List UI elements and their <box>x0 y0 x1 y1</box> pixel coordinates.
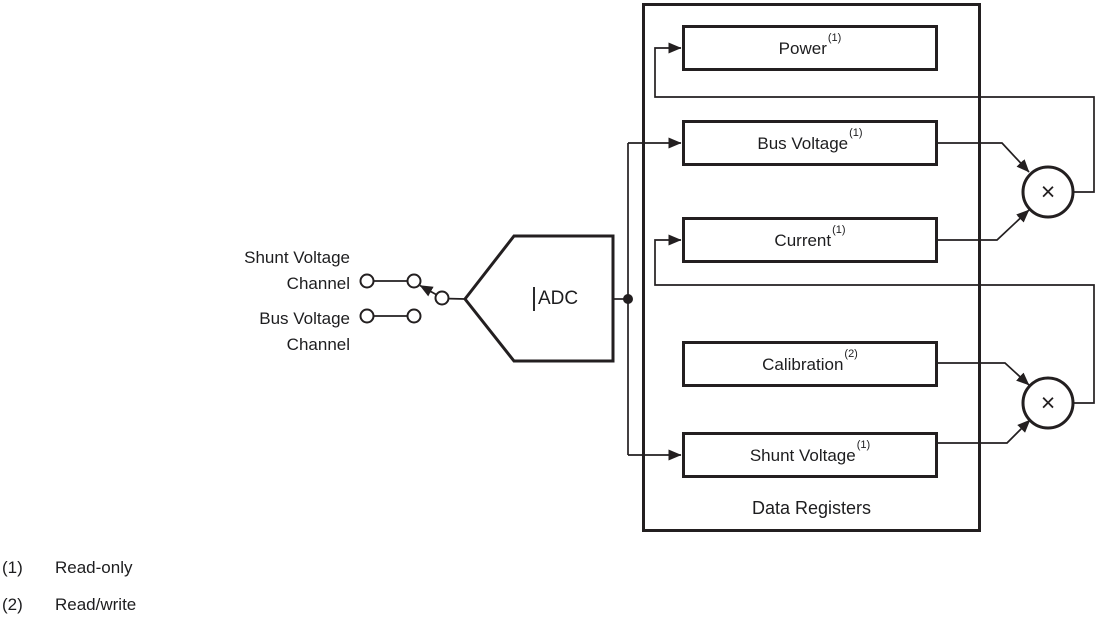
junction-dot <box>623 294 633 304</box>
register-box-bus-voltage: Bus Voltage(1) <box>682 120 938 166</box>
register-box-shunt-voltage: Shunt Voltage(1) <box>682 432 938 478</box>
current-feedback-wire <box>654 234 1095 404</box>
data-registers-box <box>642 3 981 532</box>
multiplier-top-symbol: × <box>1040 177 1056 206</box>
shunt-channel-line2: Channel <box>286 274 350 293</box>
multiplier-bottom-symbol: × <box>1040 388 1056 417</box>
register-box-power: Power(1) <box>682 25 938 71</box>
bus-voltage-output-wire <box>938 142 1030 173</box>
bus-contact-circle <box>406 308 422 324</box>
power-feedback-wire <box>654 42 1095 193</box>
shunt-voltage-channel-label: Shunt Voltage Channel <box>150 245 350 297</box>
footnote-2-text: Read/write <box>55 595 137 614</box>
footnote-read-write: (2) Read/write <box>2 595 136 615</box>
footnote-2-marker: (2) <box>2 595 23 614</box>
footnote-read-only: (1) Read-only <box>2 558 133 578</box>
register-note-power: (1) <box>827 32 842 45</box>
current-output-wire <box>938 209 1030 241</box>
multiplier-bottom-circle <box>1021 376 1075 430</box>
bus-voltage-channel-label: Bus Voltage Channel <box>150 306 350 358</box>
register-label-current: Current <box>774 231 832 250</box>
register-box-current: Current(1) <box>682 217 938 263</box>
multiplier-top-circle <box>1021 165 1075 219</box>
calibration-output-wire <box>938 362 1030 386</box>
shunt-contact-circle <box>406 273 422 289</box>
register-note-calibration: (2) <box>844 348 858 361</box>
register-note-bus-voltage: (1) <box>849 127 863 140</box>
bus-terminal-circle <box>359 308 375 324</box>
adc-label: ADC <box>533 287 578 311</box>
shunt-channel-line1: Shunt Voltage <box>244 248 350 267</box>
bus-channel-line1: Bus Voltage <box>259 309 350 328</box>
adc-pentagon <box>463 234 615 363</box>
register-label-power: Power <box>778 39 827 58</box>
register-label-calibration: Calibration <box>762 355 844 374</box>
footnote-1-text: Read-only <box>55 558 133 577</box>
register-box-calibration: Calibration(2) <box>682 341 938 387</box>
shunt-terminal-circle <box>359 273 375 289</box>
register-note-shunt-voltage: (1) <box>856 439 871 452</box>
register-label-shunt-voltage: Shunt Voltage <box>749 446 856 465</box>
register-label-bus-voltage: Bus Voltage <box>757 134 849 153</box>
switch-pole-circle <box>434 290 450 306</box>
register-note-current: (1) <box>832 224 846 237</box>
switch-arm-wire <box>419 284 438 297</box>
bus-channel-line2: Channel <box>286 335 350 354</box>
footnote-1-marker: (1) <box>2 558 23 577</box>
shunt-voltage-output-wire <box>938 419 1031 444</box>
data-registers-label: Data Registers <box>751 498 872 518</box>
